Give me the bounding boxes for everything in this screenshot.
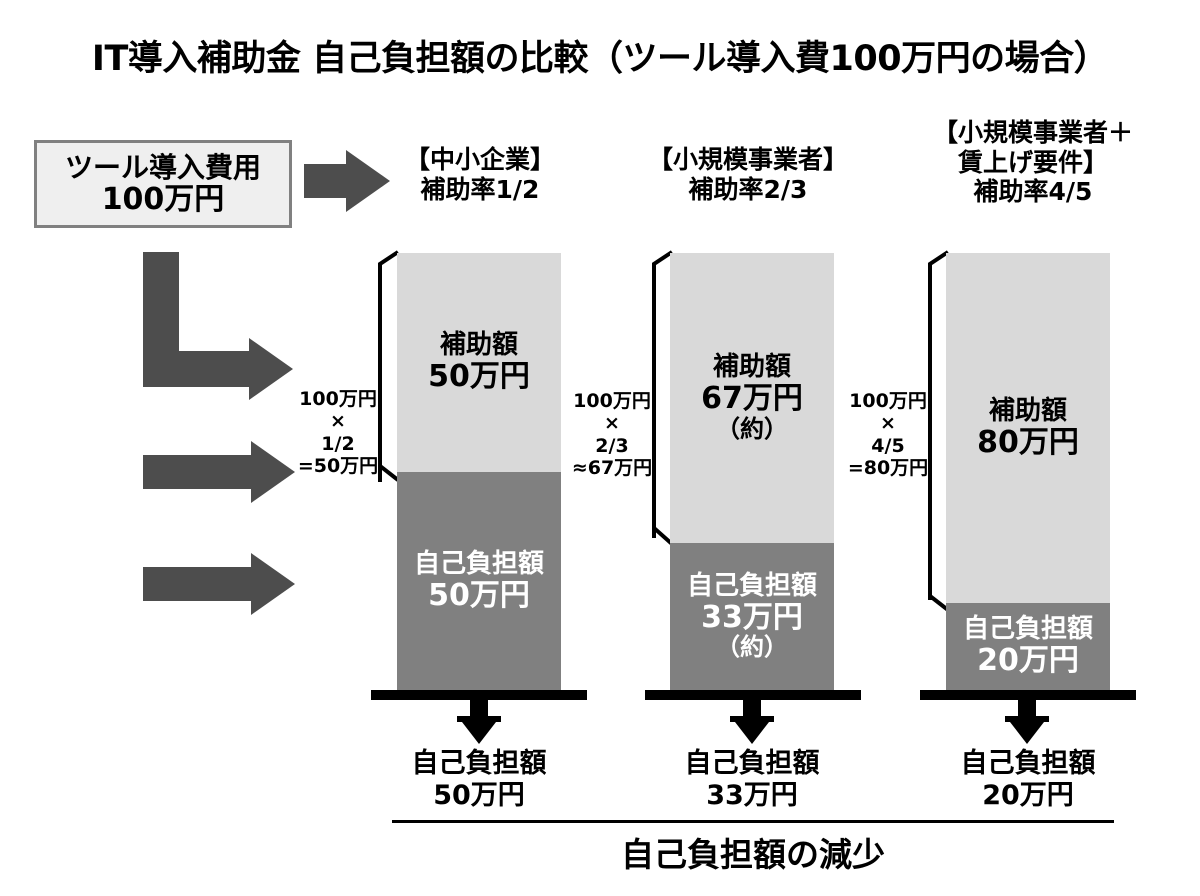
column-header-sme-line1: 【中小企業】 bbox=[404, 145, 555, 174]
column-header-small-line1: 【小規模事業者】 bbox=[647, 145, 848, 174]
result-sme-label: 自己負担額 bbox=[411, 748, 547, 779]
bracket-subsidy-sme bbox=[378, 250, 400, 482]
bar-small-wage-self-value: 20万円 bbox=[977, 643, 1079, 679]
bar-small-subsidy-value: 67万円 bbox=[701, 381, 803, 417]
page-title: IT導入補助金 自己負担額の比較（ツール導入費100万円の場合） bbox=[91, 39, 1109, 79]
bar-small-self-segment: 自己負担額 33万円 （約） bbox=[670, 543, 834, 690]
bar-small-subsidy-segment: 補助額 67万円 （約） bbox=[670, 253, 834, 543]
result-small-wage: 自己負担額 20万円 bbox=[928, 748, 1128, 812]
result-small-label: 自己負担額 bbox=[684, 748, 820, 779]
calc-small-l3: 2/3 bbox=[595, 434, 629, 457]
bracket-self-small-wage bbox=[928, 570, 950, 612]
column-header-small-wage-line1: 【小規模事業者＋ bbox=[932, 118, 1133, 147]
bar-sme-subsidy-label: 補助額 bbox=[439, 330, 518, 361]
bar-small-wage-self-segment: 自己負担額 20万円 bbox=[946, 603, 1110, 690]
bar-small-subsidy-approx: （約） bbox=[716, 414, 788, 443]
calc-small-l1: 100万円 bbox=[573, 390, 651, 412]
footer-divider bbox=[392, 820, 1114, 823]
calc-small-wage-l3: 4/5 bbox=[871, 434, 905, 457]
down-arrow-sme bbox=[455, 700, 503, 744]
bracket-subsidy-small-wage bbox=[928, 250, 950, 600]
down-arrow-small bbox=[728, 700, 776, 744]
baseline-sme bbox=[371, 690, 587, 700]
result-small: 自己負担額 33万円 bbox=[652, 748, 852, 812]
bar-small-subsidy-label: 補助額 bbox=[712, 352, 791, 383]
column-header-small-wage-line2: 賃上げ要件】 bbox=[957, 147, 1108, 177]
calc-small-l4: ≈67万円 bbox=[571, 457, 653, 480]
bar-sme-self-label: 自己負担額 bbox=[413, 548, 544, 579]
result-sme: 自己負担額 50万円 bbox=[379, 748, 579, 812]
result-small-value: 33万円 bbox=[706, 779, 798, 811]
bracket-self-small bbox=[652, 498, 674, 546]
column-header-small-wage-line3: 補助率4/5 bbox=[973, 177, 1093, 206]
result-sme-value: 50万円 bbox=[433, 779, 525, 811]
bar-sme-subsidy-segment: 補助額 50万円 bbox=[397, 253, 561, 472]
tool-cost-box: ツール導入費用 100万円 bbox=[34, 140, 292, 228]
calc-small-wage-l1: 100万円 bbox=[849, 390, 927, 412]
column-header-small-line2: 補助率2/3 bbox=[688, 174, 808, 204]
baseline-small-wage bbox=[920, 690, 1136, 700]
bracket-self-sme bbox=[378, 440, 400, 482]
calc-small-wage-l4: =80万円 bbox=[847, 457, 929, 480]
column-header-small: 【小規模事業者】 補助率2/3 bbox=[640, 145, 856, 204]
down-arrow-small-wage bbox=[1003, 700, 1051, 744]
bar-sme: 補助額 50万円 自己負担額 50万円 bbox=[397, 253, 561, 690]
calc-sme-l1: 100万円 bbox=[299, 388, 377, 410]
bar-small-wage: 補助額 80万円 自己負担額 20万円 bbox=[946, 253, 1110, 690]
column-header-sme: 【中小企業】 補助率1/2 bbox=[380, 145, 580, 204]
bar-small-wage-subsidy-value: 80万円 bbox=[977, 424, 1079, 460]
calc-sme-l3: 1/2 bbox=[321, 432, 355, 455]
bar-sme-self-segment: 自己負担額 50万円 bbox=[397, 472, 561, 690]
calc-sme-l2: × bbox=[330, 410, 346, 433]
bar-small-wage-subsidy-label: 補助額 bbox=[988, 395, 1067, 426]
column-header-small-wage: 【小規模事業者＋ 賃上げ要件】 補助率4/5 bbox=[908, 118, 1158, 207]
bar-small-self-label: 自己負担額 bbox=[686, 570, 817, 601]
bar-sme-self-value: 50万円 bbox=[428, 577, 530, 613]
result-small-wage-value: 20万円 bbox=[982, 779, 1074, 811]
footer-caption: 自己負担額の減少 bbox=[621, 835, 885, 874]
bar-small-self-value: 33万円 bbox=[701, 599, 803, 635]
baseline-small bbox=[645, 690, 861, 700]
bar-small-wage-self-label: 自己負担額 bbox=[962, 614, 1093, 645]
bar-sme-subsidy-value: 50万円 bbox=[428, 359, 530, 395]
flow-arrow-to-header bbox=[304, 150, 390, 212]
tool-cost-label: ツール導入費用 bbox=[64, 150, 261, 184]
flow-arrow-second bbox=[143, 441, 295, 503]
bar-small-self-approx: （約） bbox=[716, 633, 788, 662]
calc-annotation-sme: 100万円 × 1/2 =50万円 bbox=[296, 388, 380, 478]
calc-annotation-small-wage: 100万円 × 4/5 =80万円 bbox=[846, 390, 930, 480]
bar-small-wage-subsidy-segment: 補助額 80万円 bbox=[946, 253, 1110, 603]
calc-annotation-small: 100万円 × 2/3 ≈67万円 bbox=[570, 390, 654, 480]
flow-arrow-third bbox=[143, 553, 295, 615]
result-small-wage-label: 自己負担額 bbox=[960, 748, 1096, 779]
calc-small-wage-l2: × bbox=[880, 412, 896, 435]
bar-small: 補助額 67万円 （約） 自己負担額 33万円 （約） bbox=[670, 253, 834, 690]
calc-small-l2: × bbox=[604, 412, 620, 435]
flow-arrow-bent bbox=[143, 252, 295, 400]
bracket-subsidy-small bbox=[652, 250, 674, 538]
column-header-sme-line2: 補助率1/2 bbox=[420, 174, 540, 204]
calc-sme-l4: =50万円 bbox=[297, 455, 379, 478]
tool-cost-value: 100万円 bbox=[101, 181, 225, 217]
